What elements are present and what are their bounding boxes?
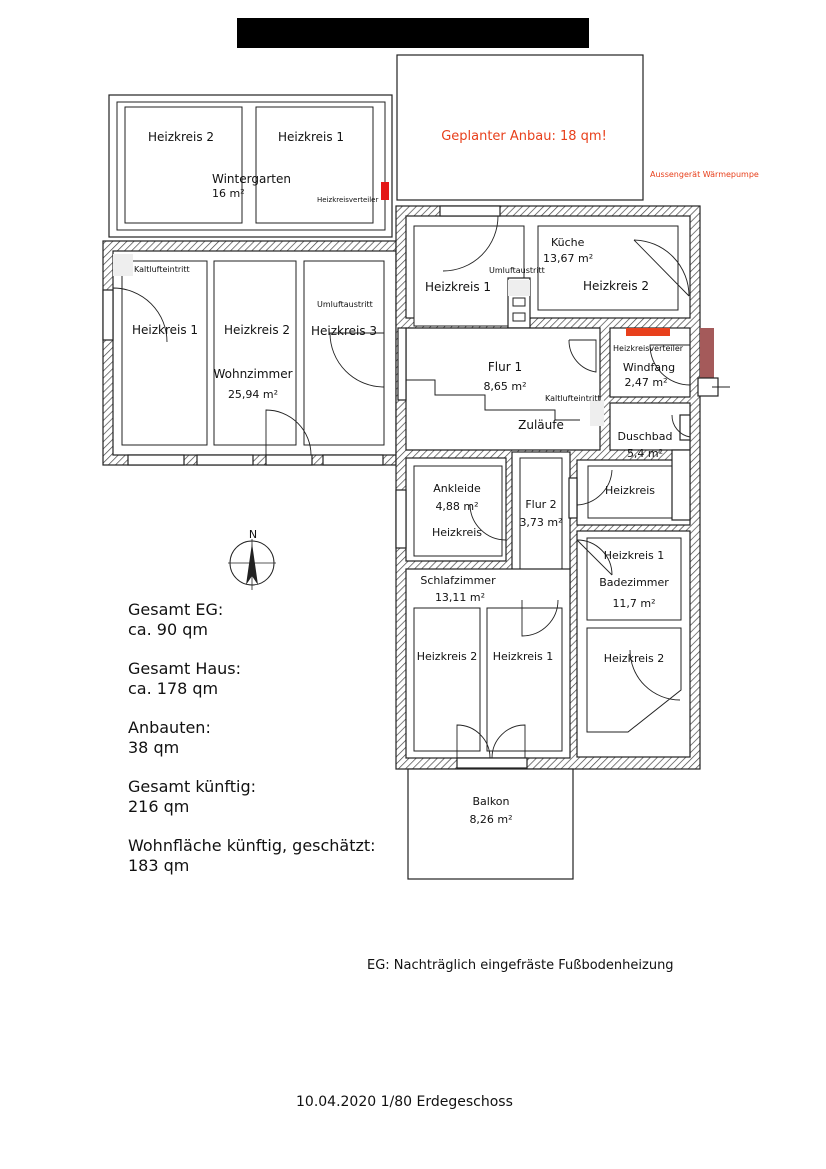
wohnzimmer-heizkreis-3: Heizkreis 3 [311,324,377,338]
ankleide-heizkreis: Heizkreis [432,526,482,539]
redacted-title-bar [237,18,589,48]
ankleide-heizkreis-zone [413,465,503,557]
badezimmer-area: 11,7 m² [612,597,655,610]
anbau-label: Geplanter Anbau: 18 qm! [441,129,607,144]
kueche-area: 13,67 m² [543,252,593,265]
schlafzimmer-heizkreis-1-zone [486,607,563,752]
wohnzimmer-heizkreis-3-zone [303,260,385,446]
summary-value: ca. 178 qm [128,679,219,698]
kueche-umluft-marker [508,280,530,296]
footnote: EG: Nachträglich eingefräste Fußbodenhei… [367,958,674,973]
balkon-name: Balkon [472,795,509,808]
badezimmer-heizkreis-1: Heizkreis 1 [604,549,665,562]
badezimmer-heizkreis-2: Heizkreis 2 [604,652,665,665]
kueche-heizkreis-2: Heizkreis 2 [583,279,649,293]
wohnzimmer-heizkreis-1-zone [121,260,208,446]
compass-north-label: N [249,528,257,541]
wintergarten-heizkreis-b: Heizkreis 1 [278,130,344,144]
flur1-kaltluft-marker [590,400,604,426]
balkon-outline [407,768,574,880]
windfang-duct [700,328,714,388]
summary-gesamt-haus: Gesamt Haus: ca. 178 qm [128,659,376,699]
flur1-room [405,327,601,451]
windfang-verteiler-label: Heizkreisverteiler [613,344,684,353]
duschbad-area: 5,4 m² [627,447,663,460]
windfang-name: Windfang [623,361,675,374]
duschbad-room [609,402,691,451]
ankleide-area: 4,88 m² [435,500,478,513]
wohnzimmer-name: Wohnzimmer [213,367,292,381]
wohnzimmer-umluft-label: Umluftaustritt [317,300,373,309]
ankleide-name: Ankleide [433,482,481,495]
summary-label: Gesamt künftig: [128,777,256,796]
wintergarten-area: 16 m² [212,187,245,200]
flur1-kaltluft-label: Kaltlufteintritt [545,394,601,403]
wintergarten-verteiler-marker [381,182,389,200]
wohnzimmer-kaltluft-label: Kaltlufteintritt [134,265,190,274]
schlafzimmer-area: 13,11 m² [435,591,485,604]
anbau-outline [396,54,644,201]
kueche-umluft-label: Umluftaustritt [489,266,545,275]
kueche-heizkreis-2-zone [537,225,679,311]
wintergarten-heizkreis-b-zone [255,106,374,224]
area-summary: Gesamt EG: ca. 90 qm Gesamt Haus: ca. 17… [128,600,376,895]
windfang-room [609,327,691,398]
summary-gesamt-eg: Gesamt EG: ca. 90 qm [128,600,376,640]
windfang-verteiler-marker [626,328,670,336]
flur1-name: Flur 1 [488,360,522,374]
wohnzimmer-heizkreis-2: Heizkreis 2 [224,323,290,337]
balkon-area: 8,26 m² [469,813,512,826]
schlafzimmer-heizkreis-1: Heizkreis 1 [493,650,554,663]
footer-caption: 10.04.2020 1/80 Erdegeschoss [296,1094,513,1110]
flur1-zulaeufe: Zuläufe [518,418,564,432]
north-arrow-icon [228,539,276,590]
badezimmer-heizkreis-2-zone [586,627,682,733]
schlafzimmer-heizkreis-2: Heizkreis 2 [417,650,478,663]
summary-value: 38 qm [128,738,180,757]
schlafzimmer-name: Schlafzimmer [420,574,496,587]
wohnzimmer-heizkreis-1: Heizkreis 1 [132,323,198,337]
kueche-name: Küche [551,236,585,249]
summary-gesamt-kuenftig: Gesamt künftig: 216 qm [128,777,376,817]
wintergarten-name: Wintergarten [212,172,291,186]
wohnzimmer-kaltluft-marker [113,254,133,276]
summary-label: Anbauten: [128,718,211,737]
windfang-area: 2,47 m² [624,376,667,389]
flur2-area: 3,73 m² [519,516,562,529]
wintergarten-heizkreis-a-zone [124,106,243,224]
wohnzimmer-heizkreis-2-zone [213,260,297,446]
wintergarten-verteiler-label: Heizkreisverteiler [317,196,378,204]
summary-label: Gesamt Haus: [128,659,242,678]
kueche-heizkreis-1-zone [413,225,525,327]
summary-label: Gesamt EG: [128,600,224,619]
badezimmer-name: Badezimmer [599,576,669,589]
summary-anbauten: Anbauten: 38 qm [128,718,376,758]
summary-value: ca. 90 qm [128,620,208,639]
wohnzimmer-area: 25,94 m² [228,388,278,401]
wintergarten-heizkreis-a: Heizkreis 2 [148,130,214,144]
flur1-area: 8,65 m² [483,380,526,393]
summary-value: 216 qm [128,797,190,816]
schlafzimmer-heizkreis-2-zone [413,607,481,752]
duschbad-heizkreis: Heizkreis [605,484,655,497]
summary-wohnflaeche: Wohnfläche künftig, geschätzt: 183 qm [128,836,376,876]
duschbad-name: Duschbad [618,430,673,443]
aussengeraet-label: Aussengerät Wärmepumpe [650,170,759,179]
kueche-heizkreis-1: Heizkreis 1 [425,280,491,294]
summary-value: 183 qm [128,856,190,875]
flur2-name: Flur 2 [525,498,556,511]
summary-label: Wohnfläche künftig, geschätzt: [128,836,376,855]
duschbad-heizkreis-zone [587,465,673,519]
